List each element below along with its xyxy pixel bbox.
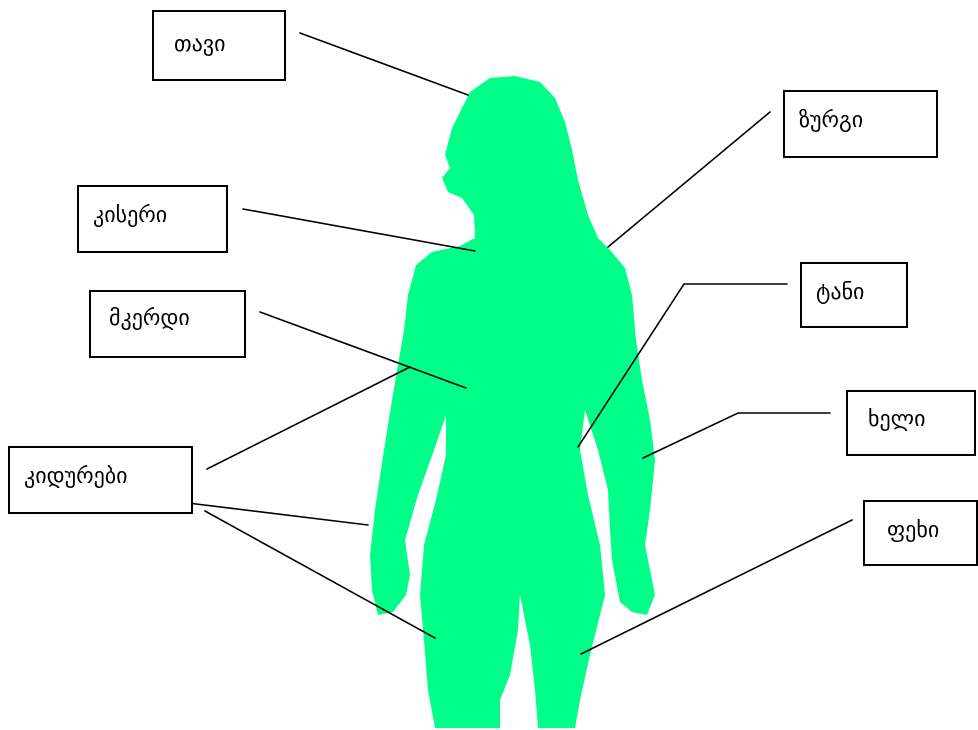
- leader-line-back: [608, 112, 770, 247]
- label-head: თავი: [152, 10, 286, 81]
- label-limbs-text: კიდურები: [24, 466, 128, 488]
- label-back: ზურგი: [783, 90, 938, 158]
- label-neck-text: კისერი: [93, 205, 167, 227]
- label-arm-text: ხელი: [868, 409, 925, 431]
- label-leg-text: ფეხი: [887, 520, 939, 542]
- leader-line-limbs-hand: [188, 503, 368, 525]
- label-back-text: ზურგი: [799, 110, 863, 132]
- label-torso-text: ტანი: [816, 282, 864, 304]
- leader-line-head: [300, 33, 468, 95]
- label-neck: კისერი: [77, 185, 228, 253]
- label-chest-text: მკერდი: [109, 308, 190, 330]
- label-arm: ხელი: [846, 390, 976, 456]
- leader-line-arm: [643, 413, 830, 458]
- leader-line-torso: [578, 284, 787, 447]
- leader-line-neck: [243, 209, 475, 251]
- leader-line-limbs-arm: [207, 367, 410, 469]
- label-limbs: კიდურები: [8, 446, 193, 514]
- label-torso: ტანი: [800, 262, 908, 328]
- leader-line-leg: [581, 520, 852, 654]
- label-leg: ფეხი: [863, 500, 978, 566]
- leader-line-chest: [260, 312, 466, 388]
- leader-line-limbs-leg: [205, 511, 435, 638]
- label-head-text: თავი: [174, 34, 225, 56]
- label-chest: მკერდი: [89, 290, 246, 358]
